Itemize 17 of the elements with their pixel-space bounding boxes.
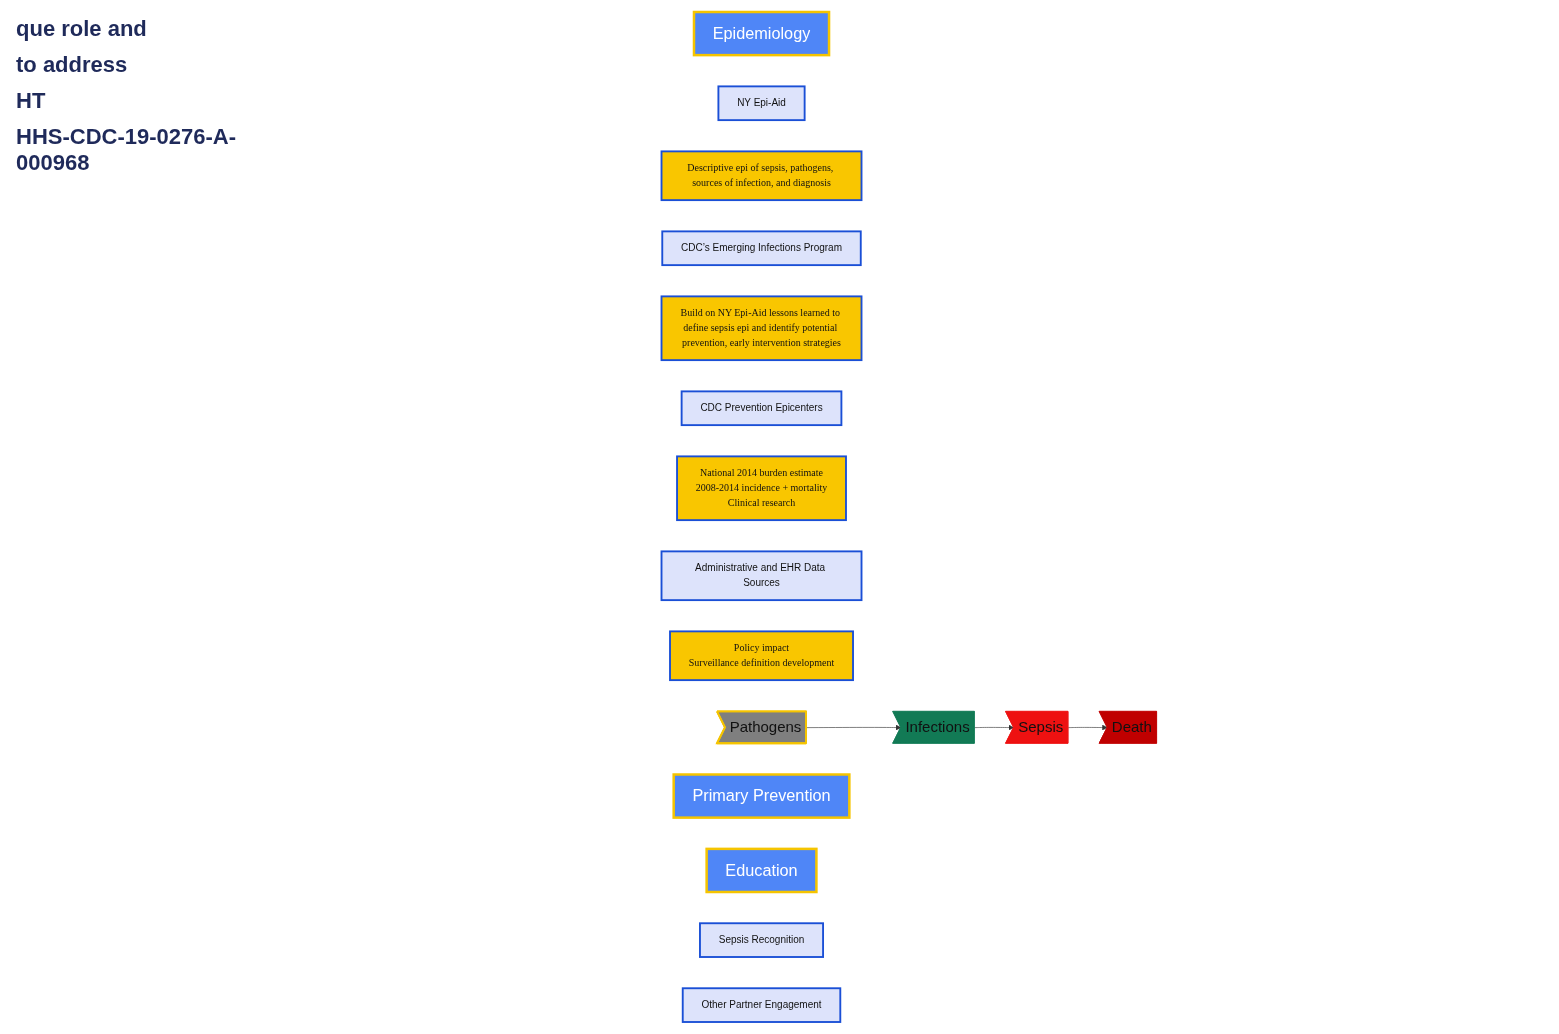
- node-box: Descriptive epi of sepsis, pathogens, sources of infection, and diagnosis: [661, 150, 863, 202]
- node-box: National 2014 burden estimate 2008-2014 incidence + mortality Clinical research: [676, 455, 848, 522]
- node-box: Administrative and EHR Data Sources: [661, 550, 863, 602]
- slide-text: HT: [16, 88, 47, 114]
- slide-text: to address: [16, 52, 129, 78]
- node-box: Primary Prevention: [672, 773, 852, 819]
- node-box: CDC Prevention Epicenters: [681, 390, 843, 427]
- node-box: Other Partner Engagement: [682, 987, 842, 1023]
- node-box: Build on NY Epi-Aid lessons learned to define sepsis epi and identify potential prevention, early intervention strategies: [661, 295, 863, 362]
- slide-text: que role and: [16, 16, 148, 42]
- node-box: NY Epi-Aid: [717, 85, 807, 122]
- node-box: Epidemiology: [693, 10, 831, 57]
- node-box: CDC’s Emerging Infections Program: [661, 230, 863, 267]
- node-box: Policy impact Surveillance definition development: [669, 630, 855, 682]
- node-box: Education: [705, 847, 819, 894]
- slide-text: HHS-CDC-19-0276-A-000968: [16, 124, 238, 176]
- node-box: Sepsis Recognition: [699, 922, 825, 958]
